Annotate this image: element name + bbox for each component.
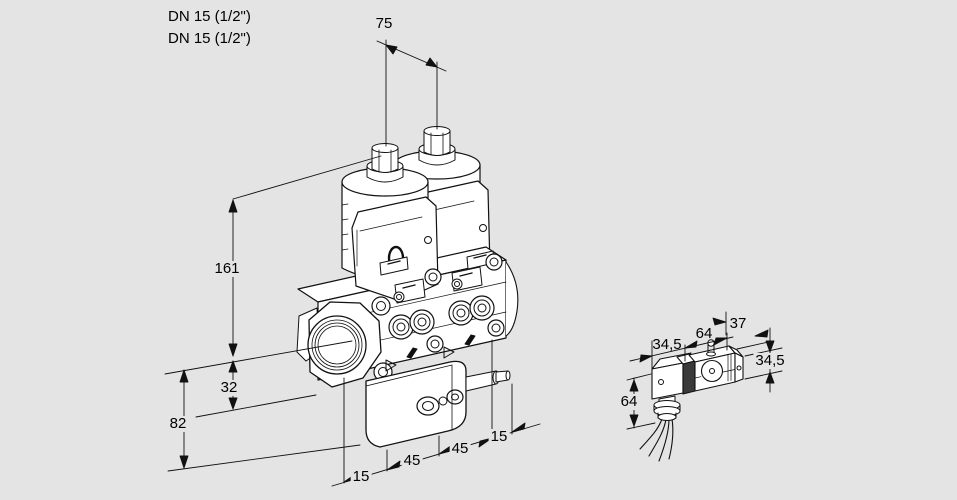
cable-gland xyxy=(653,395,681,421)
detail-dim-label-37: 37 xyxy=(729,315,747,332)
dim-label-161: 161 xyxy=(212,260,242,277)
detail-dimension-connector xyxy=(626,373,656,430)
dim-label-75: 75 xyxy=(375,15,393,32)
inlet-flange xyxy=(296,296,393,388)
hex-cap-1 xyxy=(366,143,404,183)
section-joint-bolts xyxy=(393,253,505,353)
actuator-housing xyxy=(676,339,744,395)
detail-dimension-top xyxy=(629,332,734,369)
test-nozzle xyxy=(465,370,511,392)
detail-dim-label-64-top: 64 xyxy=(695,325,713,342)
sight-ports xyxy=(388,295,495,340)
flow-direction-marks xyxy=(385,334,476,372)
detail-dim-label-34-5-right: 34,5 xyxy=(753,352,787,369)
connection-size-label-2: DN 15 (1/2") xyxy=(168,30,251,47)
flange-bolt-top xyxy=(371,296,391,316)
dim-label-chain-45b: 45 xyxy=(449,440,471,457)
regulator-unit xyxy=(365,360,511,448)
dim-label-chain-45a: 45 xyxy=(401,452,423,469)
dimension-75 xyxy=(376,39,447,147)
dimension-161 xyxy=(164,155,382,375)
actuator-detail-view xyxy=(626,311,783,462)
dimension-82 xyxy=(167,369,361,472)
dim-label-chain-15a: 15 xyxy=(350,468,372,485)
dim-label-chain-15b: 15 xyxy=(488,428,510,445)
connector-wires xyxy=(639,418,674,462)
main-valve-view xyxy=(164,39,541,487)
dim-label-32: 32 xyxy=(218,379,240,396)
dimension-32 xyxy=(195,360,317,418)
detail-dim-label-64-left: 64 xyxy=(618,393,640,410)
dim-label-82: 82 xyxy=(167,415,189,432)
detail-dim-label-34-5-top: 34,5 xyxy=(652,336,682,353)
connection-size-label-1: DN 15 (1/2") xyxy=(168,8,251,25)
hex-cap-2 xyxy=(418,126,456,166)
